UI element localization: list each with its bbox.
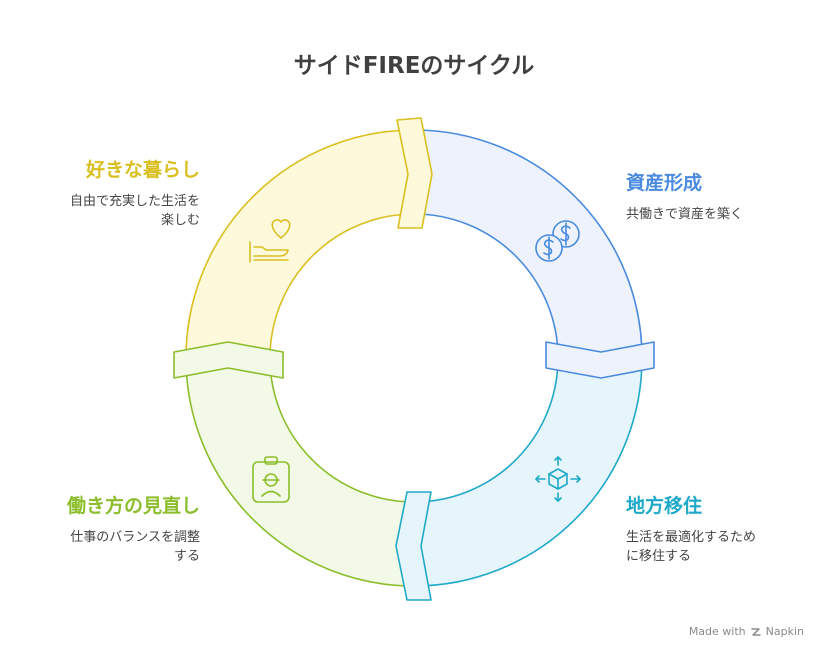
segment-ring-shisan [413,129,643,359]
segment-title-ijuu: 地方移住 [626,495,703,517]
chevron-connector-left [173,341,284,379]
segment-desc-line: 自由で充実した生活を [69,194,200,209]
segment-desc-ijuu: 生活を最適化するため に移住する [626,528,756,566]
segment-desc-kurashi: 自由で充実した生活を 楽しむ [70,192,200,230]
id-badge-icon [252,456,290,503]
move-box-icon [535,456,581,502]
dollar-coins-icon [535,220,580,262]
chevron-connector-top [396,117,433,229]
hand-heart-icon [249,219,291,263]
segment-ring-ijuu [413,357,643,587]
napkin-footer[interactable]: Made with Napkin [689,625,804,638]
segment-desc-shisan: 共働きで資産を築く [626,205,743,224]
segment-desc-hatarakikata: 仕事のバランスを調整 する [70,528,200,566]
segment-title-shisan: 資産形成 [626,172,703,194]
segment-desc-line: 共働きで資産を築く [626,207,744,222]
segment-title-hatarakikata: 働き方の見直し [66,495,200,517]
segment-desc-line: 生活を最適化するため [626,530,757,545]
segment-title-kurashi: 好きな暮らし [85,159,200,181]
made-with-label: Made with [688,625,746,638]
napkin-logo-icon [750,627,761,636]
chevron-connector-bottom [395,491,432,601]
segment-ring-kurashi [185,129,415,359]
napkin-brand-label: Napkin [765,625,804,638]
diagram-title: サイドFIREのサイクル [293,53,535,79]
segment-desc-line: する [173,549,200,564]
chevron-connector-right [545,341,655,379]
segment-desc-line: 仕事のバランスを調整 [70,530,200,545]
segment-desc-line: 楽しむ [160,213,200,228]
segment-ring-hatarakikata [185,357,415,587]
segment-desc-line: に移住する [626,549,692,564]
